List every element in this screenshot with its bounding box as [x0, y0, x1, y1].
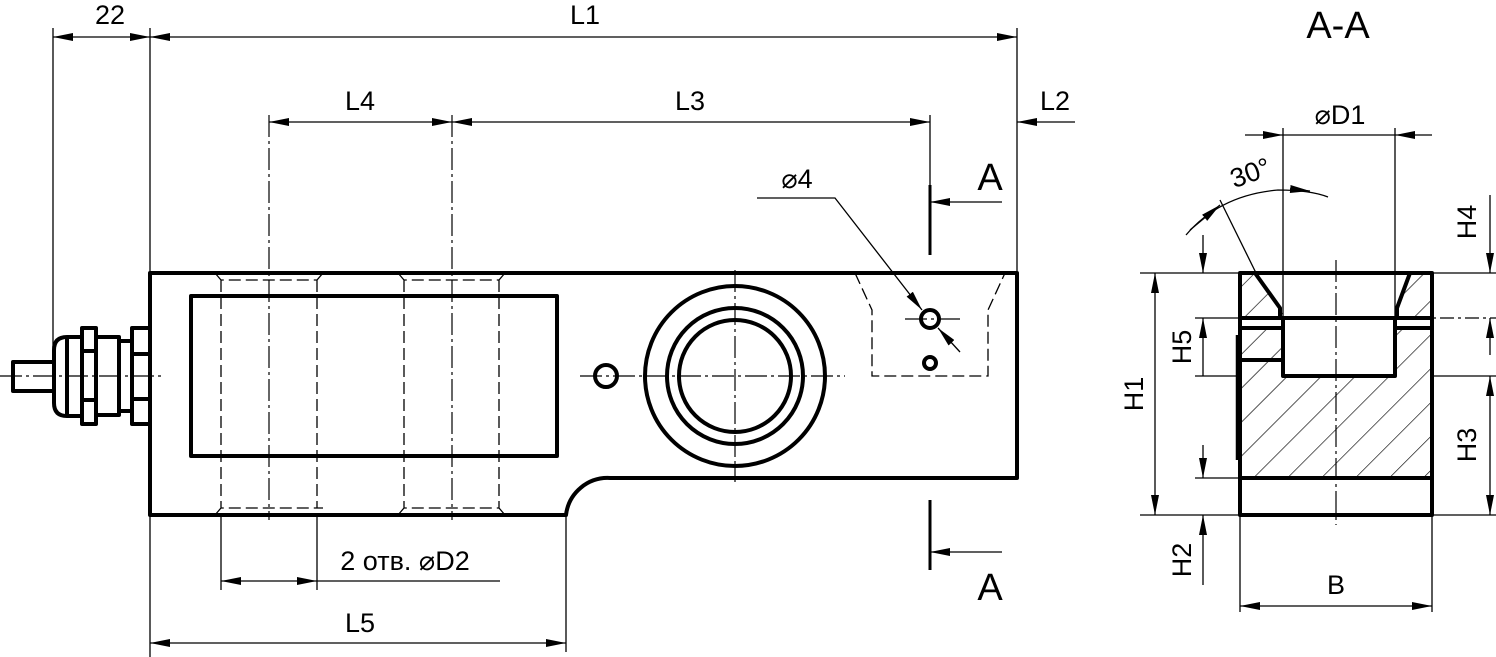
section-title: A-A [1306, 5, 1370, 47]
hole-4mm [919, 308, 941, 330]
dim-H2: H2 [1167, 543, 1197, 578]
dim-L4: L4 [345, 86, 375, 116]
section-extension-lines [1140, 128, 1496, 612]
hole-small-2 [922, 355, 938, 371]
hidden-holes-d2 [214, 272, 506, 516]
small-hole [593, 363, 619, 389]
section-marker: A A [928, 157, 1003, 609]
dim-angle-30: 30° [1226, 152, 1275, 194]
bore [677, 318, 793, 434]
dim-H4: H4 [1452, 205, 1482, 240]
dim-L3: L3 [675, 86, 705, 116]
dim-D1: ⌀D1 [1315, 100, 1366, 130]
section-outline [1238, 271, 1434, 517]
dim-H3: H3 [1452, 428, 1482, 463]
dim-L5: L5 [345, 608, 375, 638]
section-marker-top: A [977, 157, 1003, 199]
dim-B: B [1327, 570, 1345, 600]
dim-H1: H1 [1119, 377, 1149, 412]
section-view: A-A ⌀D1 30° H1 H5 H2 H4 H3 B [1119, 5, 1496, 612]
middle-ring [665, 306, 805, 446]
hidden-pocket [854, 272, 1006, 377]
dimension-lines [53, 33, 1075, 647]
dim-L1: L1 [570, 0, 600, 30]
dim-H5: H5 [1167, 330, 1197, 365]
dim-hole-4: ⌀4 [781, 164, 812, 194]
dim-holes-d2: 2 отв. ⌀D2 [340, 546, 469, 576]
section-dimension-lines [1151, 131, 1494, 610]
dim-L2: L2 [1040, 86, 1070, 116]
outer-ring [643, 284, 827, 468]
recess-pocket [189, 294, 559, 458]
extension-lines [52, 28, 1018, 657]
dim-22: 22 [95, 0, 125, 30]
body-outline [148, 271, 1019, 517]
section-marker-bottom: A [977, 567, 1003, 609]
